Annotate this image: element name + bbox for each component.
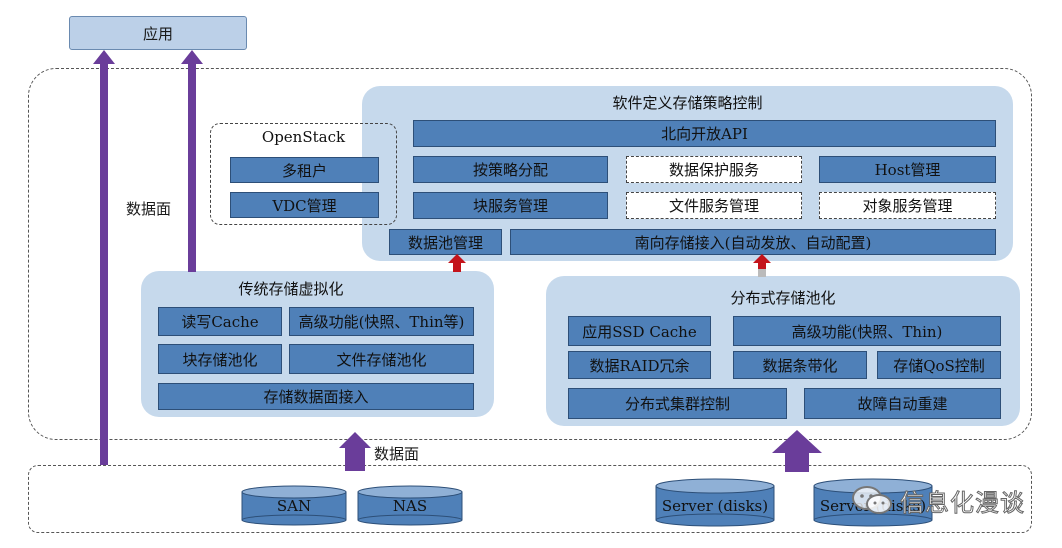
server-cylinder-1	[655, 478, 775, 527]
watermark-text: 信息化漫谈	[900, 488, 1025, 517]
dataplane-access-cell: 存储数据面接入	[158, 383, 474, 410]
nas-cylinder	[357, 485, 463, 526]
block-service-cell: 块服务管理	[413, 192, 608, 219]
dataplane-label-bottom: 数据面	[374, 445, 420, 463]
auto-rebuild-cell: 故障自动重建	[804, 388, 1001, 419]
watermark: 信息化漫谈	[850, 480, 1050, 520]
ssd-cache-cell: 应用SSD Cache	[568, 316, 711, 346]
southbound-access-cell: 南向存储接入(自动发放、自动配置)	[510, 229, 996, 255]
policy-alloc-cell: 按策略分配	[413, 156, 608, 183]
application-box: 应用	[69, 16, 247, 50]
openstack-frame	[210, 123, 397, 225]
pool-mgmt-cell: 数据池管理	[389, 229, 502, 255]
dataplane-arrow-bottom	[339, 432, 371, 471]
rw-cache-cell: 读写Cache	[158, 307, 282, 336]
wechat-icon	[852, 486, 892, 514]
distributed-input-arrow	[772, 430, 822, 472]
vdc-mgmt-cell: VDC管理	[230, 192, 379, 218]
openstack-title: OpenStack	[261, 128, 346, 146]
object-service-cell: 对象服务管理	[819, 192, 996, 219]
northbound-api-cell: 北向开放API	[413, 120, 996, 147]
dataplane-arrow-left	[93, 50, 115, 465]
striping-cell: 数据条带化	[733, 351, 867, 379]
distributed-title: 分布式存储池化	[730, 288, 836, 307]
qos-cell: 存储QoS控制	[877, 351, 1001, 379]
data-protection-cell: 数据保护服务	[626, 156, 802, 183]
raid-cell: 数据RAID冗余	[568, 351, 711, 379]
cluster-ctrl-cell: 分布式集群控制	[568, 388, 787, 419]
southbound-red-arrow	[753, 254, 771, 277]
sds-control-title: 软件定义存储策略控制	[612, 93, 763, 112]
traditional-to-app-arrow	[181, 50, 203, 272]
san-cylinder	[241, 485, 347, 526]
traditional-title: 传统存储虚拟化	[238, 279, 344, 298]
dataplane-label-left: 数据面	[126, 200, 172, 218]
storage-frame	[28, 465, 1032, 533]
traditional-advanced-cell: 高级功能(快照、Thin等)	[289, 307, 474, 336]
nas-label: NAS	[392, 497, 428, 515]
file-pool-cell: 文件存储池化	[289, 344, 474, 374]
file-service-cell: 文件服务管理	[626, 192, 802, 219]
pool-mgmt-red-arrow	[448, 254, 466, 272]
distributed-advanced-cell: 高级功能(快照、Thin)	[733, 316, 1001, 346]
system-frame	[28, 68, 1032, 440]
server-label-1: Server (disks)	[661, 497, 769, 515]
application-label: 应用	[142, 24, 173, 43]
san-label: SAN	[276, 497, 312, 515]
block-pool-cell: 块存储池化	[158, 344, 282, 374]
host-mgmt-cell: Host管理	[819, 156, 996, 183]
multi-tenant-cell: 多租户	[230, 157, 379, 183]
